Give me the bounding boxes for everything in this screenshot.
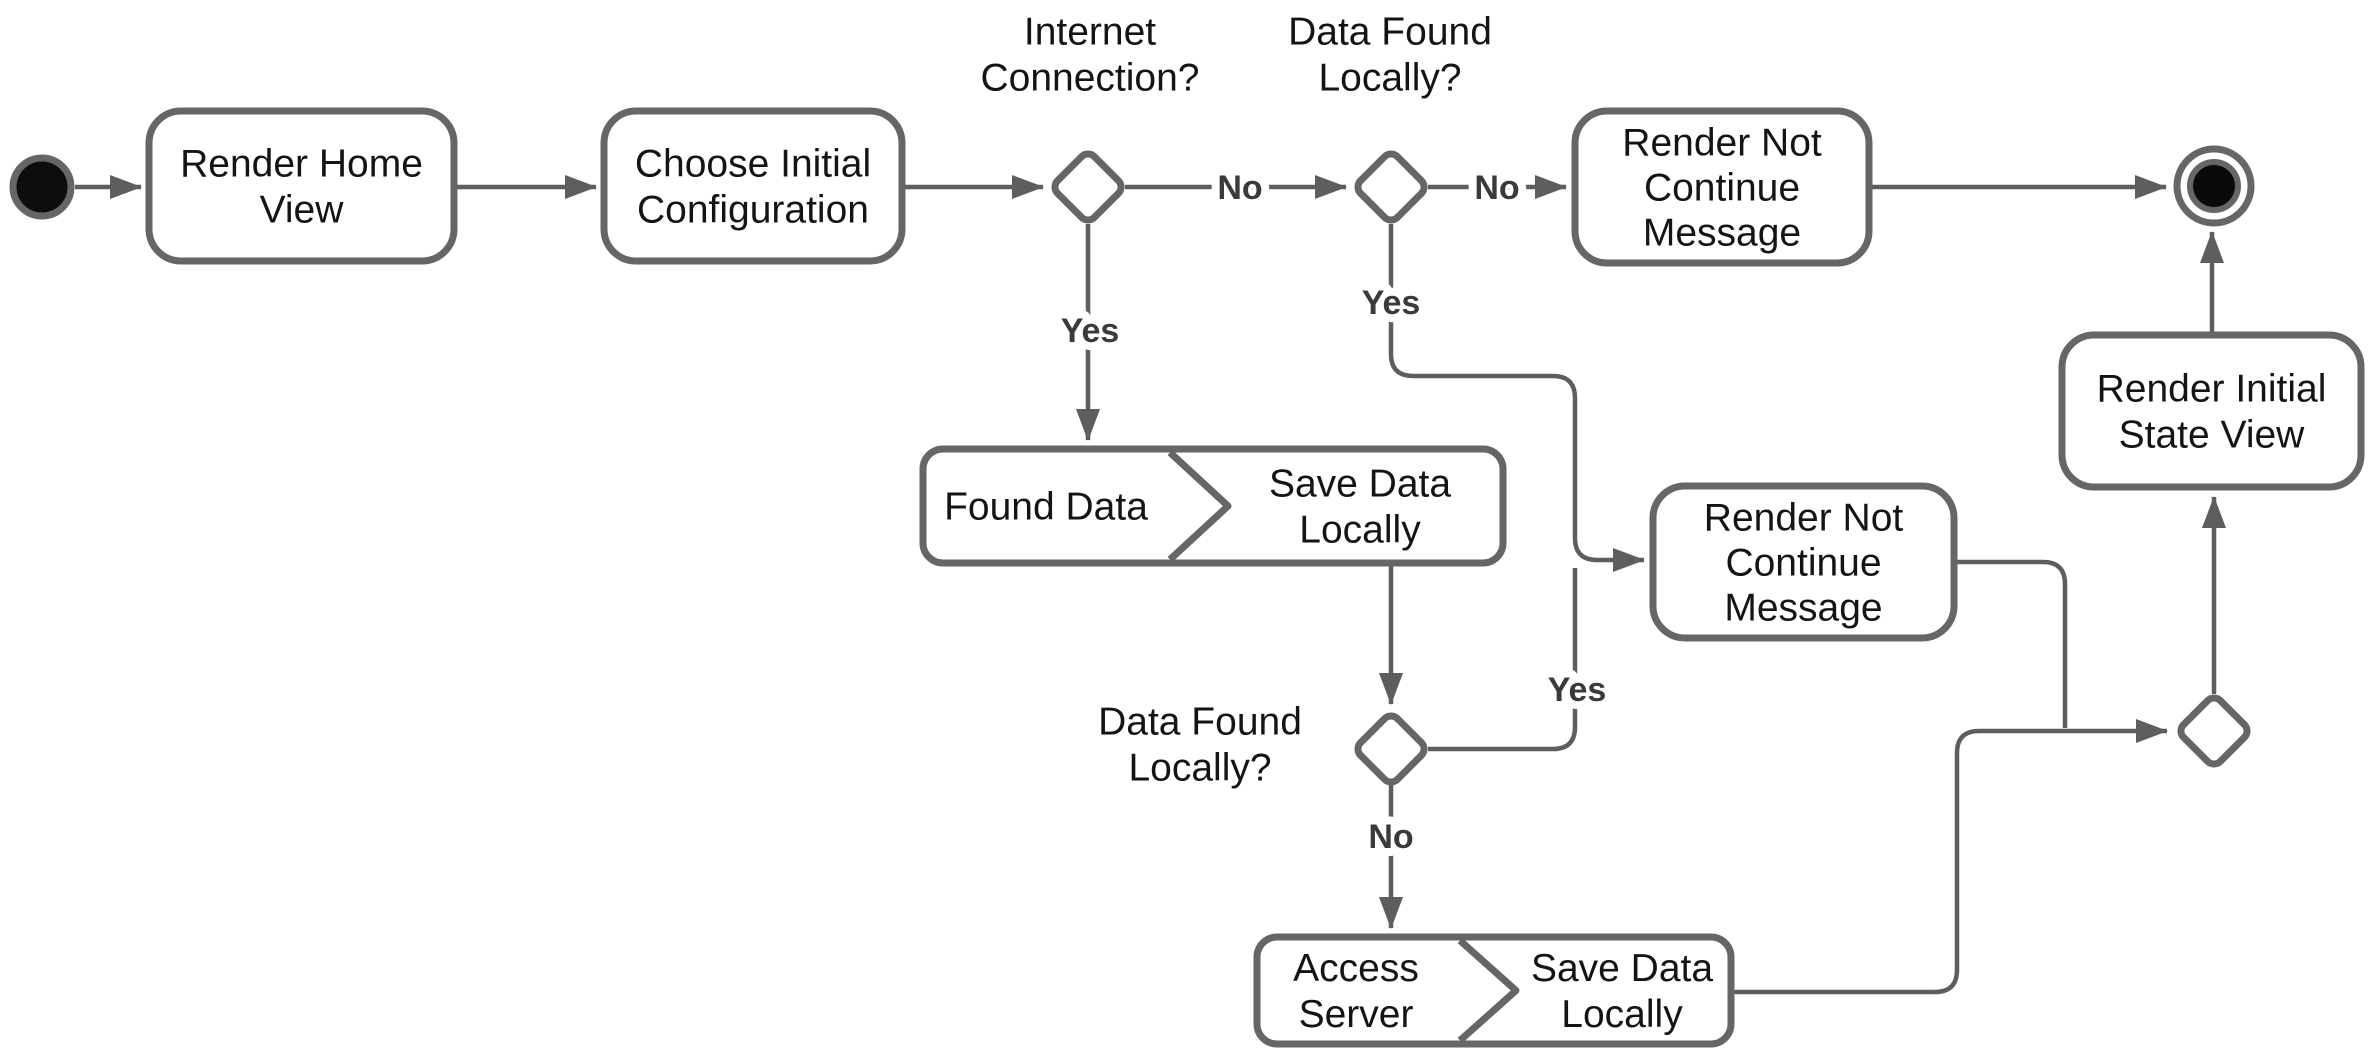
chevron-divider-icon (1167, 449, 1232, 563)
action-box (2058, 331, 2365, 491)
decision-diamond (1354, 150, 1428, 224)
activity-box (1253, 933, 1735, 1048)
action-box (1649, 482, 1958, 642)
edge-label-yes-internet: Yes (1061, 312, 1120, 350)
edge-data-found-2-yes-join (1428, 568, 1578, 752)
action-box (1571, 107, 1873, 267)
edge-data-found-yes-to-render-not-continue-middle (1388, 224, 1645, 572)
edge-render-not-continue-middle-join (1954, 559, 2068, 728)
left-segment-label: Found Data (944, 486, 1148, 529)
decision-merge (2177, 694, 2251, 768)
start-node (9, 154, 75, 220)
chevron-divider-icon (1457, 937, 1520, 1044)
decision-diamond (1354, 712, 1428, 786)
edge-label-yes-data-found-1: Yes (1362, 284, 1421, 322)
end-inner-circle (2187, 159, 2241, 213)
action-box (600, 107, 906, 265)
decision-data-found-locally-1 (1354, 150, 1428, 224)
decision-data-found-locally-2 (1354, 712, 1428, 786)
edge-label-yes-data-found-2: Yes (1548, 671, 1607, 709)
edges-layer (75, 175, 2226, 995)
edge-access-server-to-merge-decision (1731, 719, 2168, 995)
decision-diamond (2177, 694, 2251, 768)
activity-box (919, 445, 1507, 567)
end-node (2173, 145, 2255, 227)
action-box (145, 107, 458, 265)
edge-label-no-data-found-2: No (1368, 818, 1413, 856)
decision-diamond (1051, 150, 1125, 224)
edge-label-no-internet: No (1217, 169, 1262, 207)
edge-label-no-data-found-1: No (1474, 169, 1519, 207)
start-circle (9, 154, 75, 220)
decision-internet-connection (1051, 150, 1125, 224)
